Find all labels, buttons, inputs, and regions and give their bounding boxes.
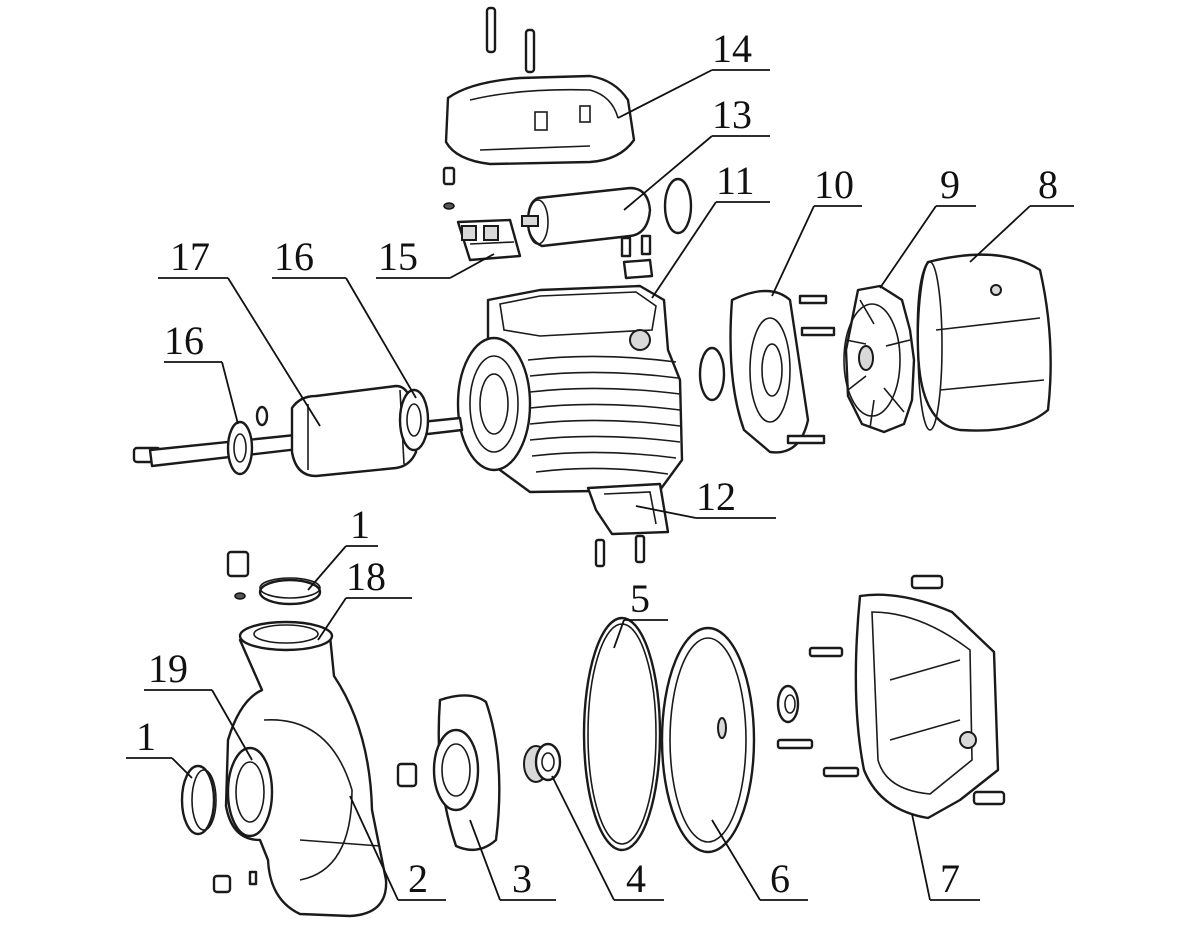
callout-15: 15 — [378, 234, 418, 279]
part-rear-end-shield — [729, 289, 836, 454]
part-diffuser-plate — [660, 626, 756, 854]
callout-4: 4 — [626, 856, 646, 901]
part-fan-cover — [916, 253, 1052, 432]
part-large-o-ring — [582, 616, 662, 852]
callout-17: 17 — [170, 234, 210, 279]
part-priming-plug — [226, 550, 250, 600]
part-capacitor — [521, 186, 654, 280]
part-drain-plug — [212, 870, 258, 894]
part-pump-bracket — [776, 574, 1006, 820]
callout-1-top: 1 — [350, 502, 370, 547]
callout-18: 18 — [346, 554, 386, 599]
part-cap-top — [258, 577, 322, 606]
part-motor-foot — [586, 482, 670, 568]
callout-19: 19 — [148, 646, 188, 691]
callout-14: 14 — [712, 26, 752, 71]
part-motor-housing — [456, 284, 684, 494]
callout-2: 2 — [408, 856, 428, 901]
part-impeller — [432, 694, 501, 852]
part-impeller-nut — [396, 762, 418, 788]
part-large-o-ring-inner — [587, 623, 657, 845]
callout-6: 6 — [770, 856, 790, 901]
callout-1-inlet: 1 — [136, 714, 156, 759]
callout-3: 3 — [512, 856, 532, 901]
callout-16-left: 16 — [164, 318, 204, 363]
leader-lines — [126, 69, 1074, 901]
callout-5: 5 — [630, 576, 650, 621]
part-mechanical-seal — [523, 742, 562, 783]
callout-11: 11 — [716, 158, 755, 203]
part-fan — [843, 284, 916, 434]
callout-labels: 14 13 11 10 9 8 17 16 15 16 12 1 18 5 19… — [136, 26, 1058, 901]
part-cover-screw — [442, 166, 456, 210]
part-rear-o-ring — [698, 346, 726, 402]
callout-7: 7 — [940, 856, 960, 901]
callout-8: 8 — [1038, 162, 1058, 207]
callout-12: 12 — [696, 474, 736, 519]
part-seal-ring — [663, 177, 693, 235]
part-cap-inlet — [180, 764, 217, 836]
callout-16-top: 16 — [274, 234, 314, 279]
callout-13: 13 — [712, 92, 752, 137]
part-pump-casing — [224, 620, 388, 918]
callout-10: 10 — [814, 162, 854, 207]
callout-9: 9 — [940, 162, 960, 207]
part-terminal-block — [456, 218, 522, 262]
part-rotor-shaft — [132, 384, 464, 478]
part-terminal-cover — [444, 6, 636, 166]
